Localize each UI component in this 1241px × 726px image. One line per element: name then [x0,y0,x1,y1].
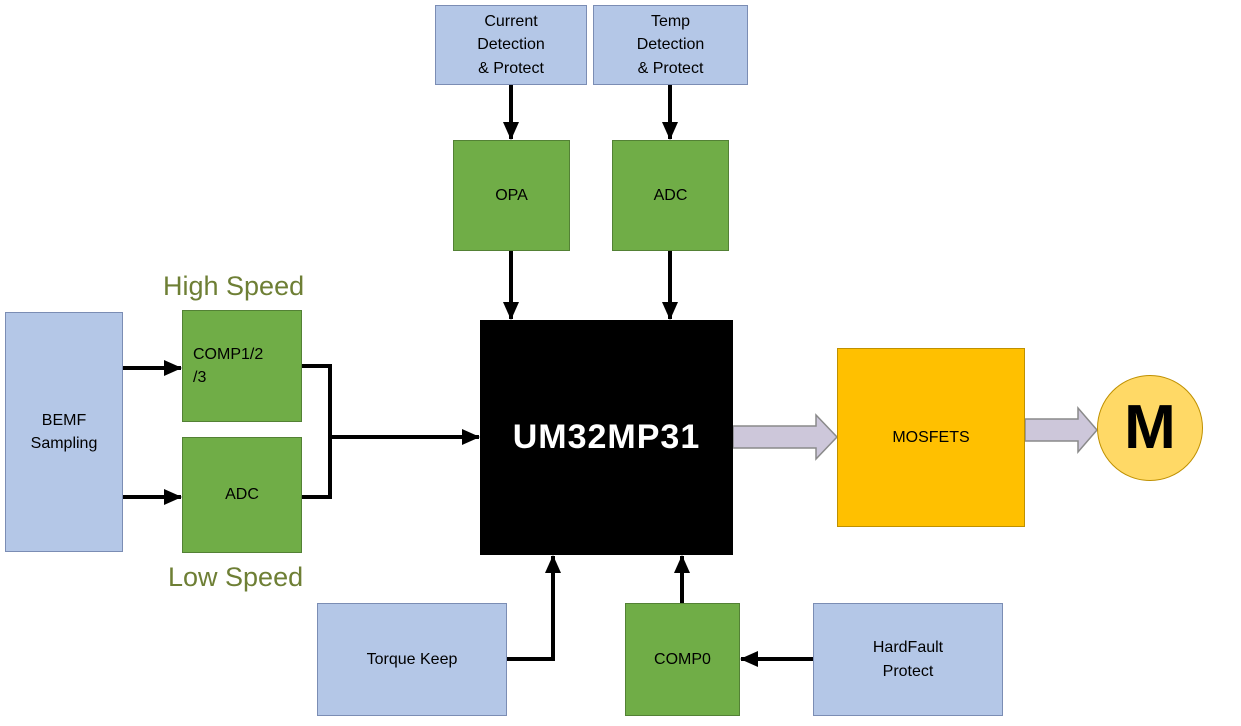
node-bemf-sampling-label: BEMF Sampling [30,411,98,452]
node-comp0: COMP0 [625,603,740,716]
node-bemf-sampling: BEMF Sampling [5,312,123,552]
node-comp123-label: COMP1/2 /3 [193,345,264,386]
block-arrow-mcu-to-mosfets [732,413,839,461]
node-motor-label: M [1124,393,1176,463]
node-comp123: COMP1/2 /3 [182,310,302,422]
node-mosfets: MOSFETS [837,348,1025,527]
node-current-detection-label: Current Detection & Protect [477,13,545,77]
label-high-speed: High Speed [163,271,305,301]
node-opa: OPA [453,140,570,251]
node-mcu: UM32MP31 [480,320,733,555]
node-motor: M [1097,375,1203,481]
node-torque-keep: Torque Keep [317,603,507,716]
node-temp-detection: Temp Detection & Protect [593,5,748,85]
node-torque-keep-label: Torque Keep [366,650,458,668]
node-mcu-label: UM32MP31 [512,417,701,456]
node-adc-top-label: ADC [653,186,688,204]
node-mosfets-label: MOSFETS [892,428,970,446]
bracket-comp123-adc-junction [302,364,332,499]
block-arrow-mosfets-to-motor [1024,405,1098,455]
node-temp-detection-label: Temp Detection & Protect [636,13,705,77]
node-hardfault-protect-label: HardFault Protect [872,639,944,680]
node-comp0-label: COMP0 [654,650,711,668]
node-hardfault-protect: HardFault Protect [813,603,1003,716]
node-adc-bemf: ADC [182,437,302,553]
node-opa-label: OPA [495,186,528,204]
node-current-detection: Current Detection & Protect [435,5,587,85]
node-adc-top: ADC [612,140,729,251]
label-low-speed: Low Speed [168,562,304,592]
arrow-torque-keep-to-mcu [507,555,561,661]
node-adc-bemf-label: ADC [225,486,259,504]
